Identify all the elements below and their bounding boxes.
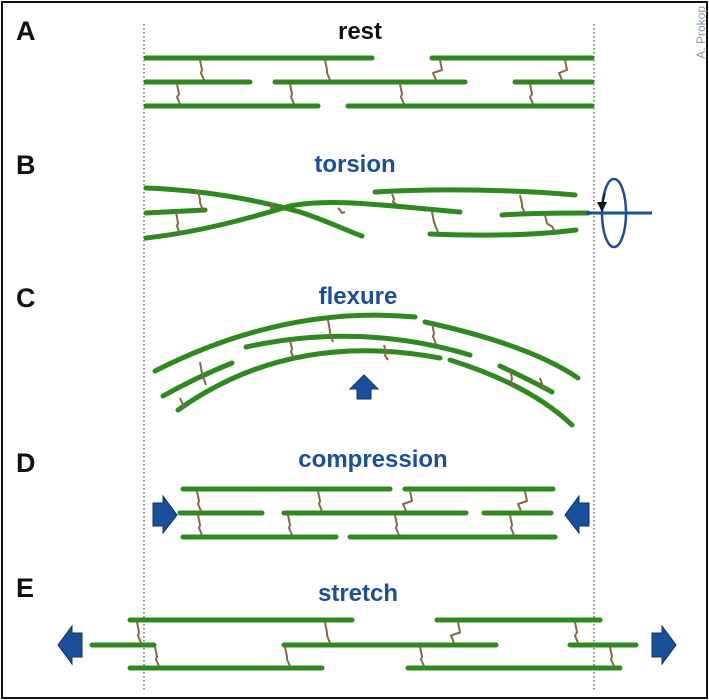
filament: [372, 187, 578, 198]
crosslinker: [391, 193, 397, 205]
left-arrow-icon: [564, 494, 590, 535]
panel-e-filaments: [89, 617, 639, 671]
panel-title-compression: compression: [298, 446, 448, 473]
crosslinker: [519, 194, 526, 214]
author-credit: A. Prokop: [694, 6, 708, 59]
up-arrow-icon: [348, 374, 380, 400]
panel-title-stretch: stretch: [317, 580, 399, 607]
crosslinker: [431, 322, 437, 345]
panel-c-filaments: [152, 312, 581, 428]
crosslinker: [609, 646, 615, 667]
right-arrow-icon: [152, 494, 178, 535]
crosslinker: [558, 59, 568, 81]
filament: [422, 319, 581, 381]
crosslinker: [450, 621, 461, 644]
panel-title-rest: rest: [337, 18, 383, 45]
crosslinker: [509, 514, 515, 536]
panel-title-torsion: torsion: [314, 151, 396, 178]
crosslinker: [284, 646, 291, 667]
crosslinker: [317, 490, 323, 512]
panel-b-filaments: [143, 185, 591, 241]
panel-d-filaments: [177, 486, 558, 540]
filament: [175, 348, 443, 413]
crosslinker: [544, 214, 556, 233]
crosslinker: [432, 59, 443, 81]
crosslinker: [175, 211, 181, 235]
crosslinker: [269, 201, 274, 209]
filament: [497, 363, 555, 395]
filament: [143, 207, 208, 216]
reference-lines: [143, 24, 595, 690]
crosslinker: [136, 621, 142, 644]
crosslinker: [154, 646, 160, 667]
filament: [152, 312, 418, 374]
crosslinker: [199, 361, 207, 386]
crosslinker: [287, 514, 293, 536]
crosslinker: [517, 490, 528, 512]
crosslinker: [324, 621, 331, 644]
crosslinker: [289, 339, 295, 359]
panel-letter-e: E: [16, 573, 35, 603]
crosslinker: [509, 368, 515, 389]
crosslinker: [419, 646, 425, 667]
crosslinker: [179, 397, 187, 408]
filament: [160, 360, 235, 399]
crosslinker: [394, 514, 400, 536]
filament: [447, 357, 575, 428]
crosslinker: [399, 83, 405, 105]
right-arrow-icon: [651, 624, 677, 666]
crosslinker: [574, 621, 579, 644]
crosslinker: [197, 189, 204, 211]
crosslinker: [383, 344, 389, 361]
filament: [499, 210, 591, 218]
crosslinker: [176, 83, 181, 105]
panel-letter-c: C: [16, 283, 36, 313]
crosslinker: [199, 59, 205, 81]
filament: [143, 199, 463, 241]
crosslinker: [197, 514, 203, 536]
crosslinker: [402, 490, 413, 512]
crosslinker: [327, 319, 334, 343]
panel-a-filaments: [143, 55, 595, 109]
filament: [243, 333, 473, 358]
crosslinker: [529, 83, 534, 105]
left-arrow-icon: [57, 624, 83, 666]
panel-title-flexure: flexure: [318, 283, 398, 310]
panel-letter-d: D: [16, 448, 36, 478]
rotation-arrow-icon: [597, 202, 607, 212]
force-arrows: [57, 177, 677, 666]
panel-letter-b: B: [16, 150, 36, 180]
filament: [427, 227, 579, 238]
panel-letter-a: A: [16, 16, 36, 46]
crosslinker: [539, 377, 547, 391]
crosslinker: [337, 207, 346, 214]
crosslinker: [289, 83, 295, 105]
crosslinker: [431, 211, 439, 233]
crosslinker: [196, 490, 202, 512]
crosslinker: [324, 59, 331, 81]
